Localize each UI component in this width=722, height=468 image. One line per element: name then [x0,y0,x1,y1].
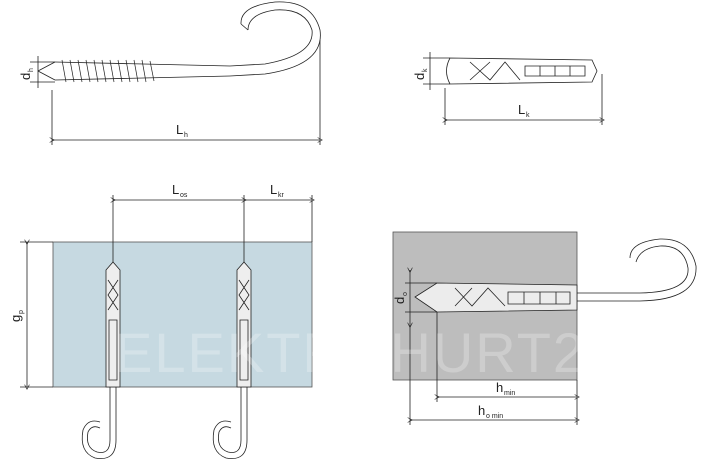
label-d-o: do [392,292,409,304]
svg-text:d: d [18,73,33,80]
board-panel-blue [52,241,313,388]
label-d-h: dh [18,68,35,80]
svg-text:L: L [176,122,183,137]
vertical-dowels [20,195,312,459]
svg-text:h: h [496,380,503,395]
svg-text:os: os [180,192,188,199]
installed-dowel-hook [405,238,697,425]
svg-text:h: h [478,403,485,418]
svg-text:o min: o min [486,413,503,420]
svg-text:L: L [172,182,179,197]
svg-text:min: min [504,390,515,397]
watermark: ELEKTROHURT24 [115,321,619,384]
svg-text:L: L [270,182,277,197]
svg-text:k: k [422,68,429,72]
label-g-p: gp [8,310,25,322]
hook-screw-drawing [30,1,320,145]
svg-text:g: g [8,315,23,322]
svg-text:o: o [402,292,409,296]
svg-text:d: d [392,297,407,304]
svg-text:h: h [184,132,188,139]
dowel-drawing [423,52,602,125]
svg-text:d: d [412,73,427,80]
label-d-k: dk [412,68,429,80]
svg-text:kr: kr [278,192,285,199]
svg-text:L: L [518,102,525,117]
svg-text:p: p [18,310,25,314]
svg-text:k: k [526,112,530,119]
svg-text:h: h [28,68,35,72]
